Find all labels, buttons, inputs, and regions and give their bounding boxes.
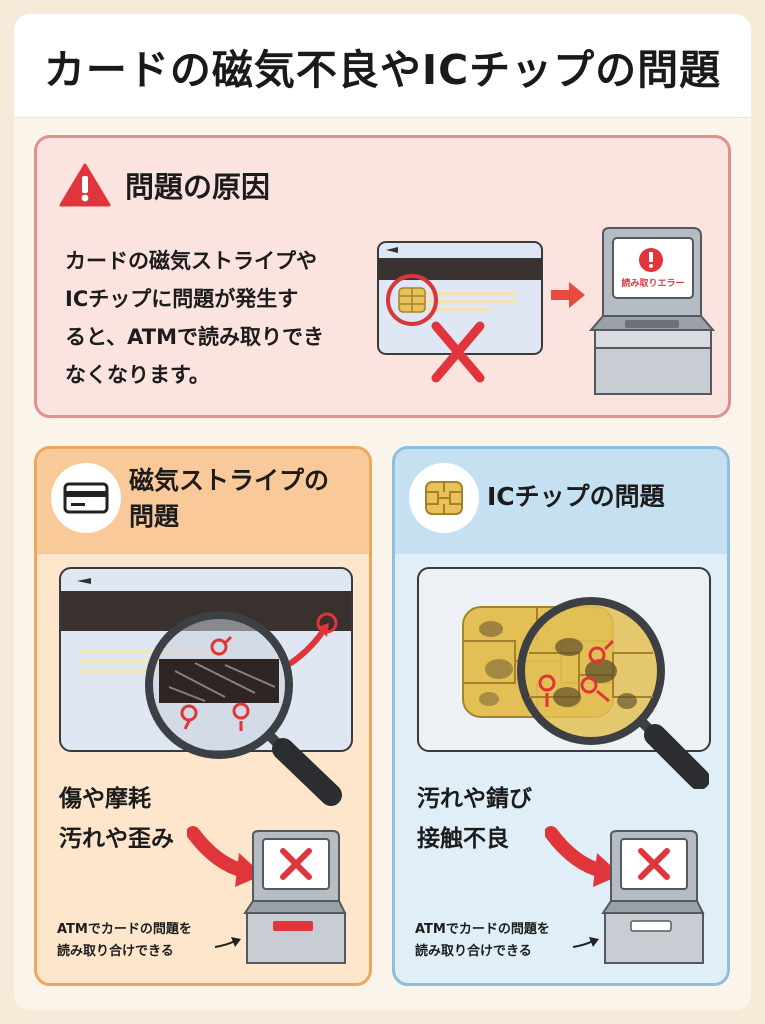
- arrow-icon: [214, 937, 241, 948]
- ic-chip-icon-badge: [409, 463, 479, 533]
- error-x-icon: [638, 848, 670, 880]
- chip-panel-title: ICチップの問題: [487, 482, 665, 511]
- damaged-card-illustration: [377, 241, 543, 383]
- ic-chip-panel: ICチップの問題 汚れや錆び 接触不良: [392, 446, 730, 986]
- cause-line: ると、ATMで読み取りでき: [65, 325, 325, 349]
- magnetic-card-icon: [63, 482, 109, 514]
- cause-line: なくなります。: [65, 363, 210, 387]
- chip-note-line: 読み取り合けできる: [415, 944, 532, 959]
- chip-note: ATMでカードの問題を 読み取り合けできる: [415, 919, 550, 963]
- cause-description: カードの磁気ストライプや ICチップに問題が発生す ると、ATMで読み取りでき …: [65, 242, 365, 394]
- chip-note-line: ATMでカードの問題を: [415, 922, 550, 937]
- arrow-icon: [572, 937, 599, 948]
- magnetic-panel-title: 磁気ストライプの 問題: [129, 463, 365, 535]
- ic-chip-icon: [425, 481, 463, 515]
- cause-heading-row: 問題の原因: [59, 162, 270, 208]
- magnetic-panel-header: 磁気ストライプの 問題: [37, 449, 369, 554]
- magnetic-issue: 汚れや歪み: [59, 826, 174, 852]
- arrow-icon: [187, 826, 263, 887]
- magnetic-stripe-panel: 磁気ストライプの 問題 傷や摩耗 汚れや歪み: [34, 446, 372, 986]
- cause-line: ICチップに問題が発生す: [65, 287, 299, 311]
- cause-line: カードの磁気ストライプや: [65, 249, 317, 273]
- atm-icon: 読み取りエラー: [589, 227, 715, 395]
- atm-icon: [243, 830, 347, 964]
- magnetic-title-line: 問題: [129, 502, 180, 531]
- magnetic-title-line: 磁気ストライプの: [129, 466, 330, 495]
- atm-screen-text: 読み取りエラー: [621, 277, 684, 289]
- warning-icon: [59, 163, 111, 207]
- magnifier-icon: [517, 597, 709, 789]
- cause-heading: 問題の原因: [125, 170, 271, 204]
- magnifier-icon: [145, 611, 342, 806]
- cause-panel: 問題の原因 カードの磁気ストライプや ICチップに問題が発生す ると、ATMで読…: [34, 135, 731, 418]
- error-x-icon: [280, 848, 312, 880]
- arrow-icon: [545, 826, 621, 887]
- chip-issue: 汚れや錆び: [417, 786, 532, 812]
- chip-panel-header: ICチップの問題: [395, 449, 727, 554]
- chip-issues: 汚れや錆び 接触不良: [417, 779, 532, 859]
- arrow-icon: [551, 282, 585, 308]
- magnetic-note: ATMでカードの問題を 読み取り合けできる: [57, 919, 192, 963]
- page-title: カードの磁気不良やICチップの問題: [43, 45, 722, 94]
- chip-issue: 接触不良: [417, 826, 509, 852]
- magnetic-card-icon-badge: [51, 463, 121, 533]
- atm-icon: [601, 830, 705, 964]
- magnetic-issues: 傷や摩耗 汚れや歪み: [59, 779, 174, 859]
- magnetic-note-line: 読み取り合けできる: [57, 944, 174, 959]
- title-bar: カードの磁気不良やICチップの問題: [14, 14, 751, 118]
- magnetic-note-line: ATMでカードの問題を: [57, 922, 192, 937]
- magnetic-issue: 傷や摩耗: [59, 786, 151, 812]
